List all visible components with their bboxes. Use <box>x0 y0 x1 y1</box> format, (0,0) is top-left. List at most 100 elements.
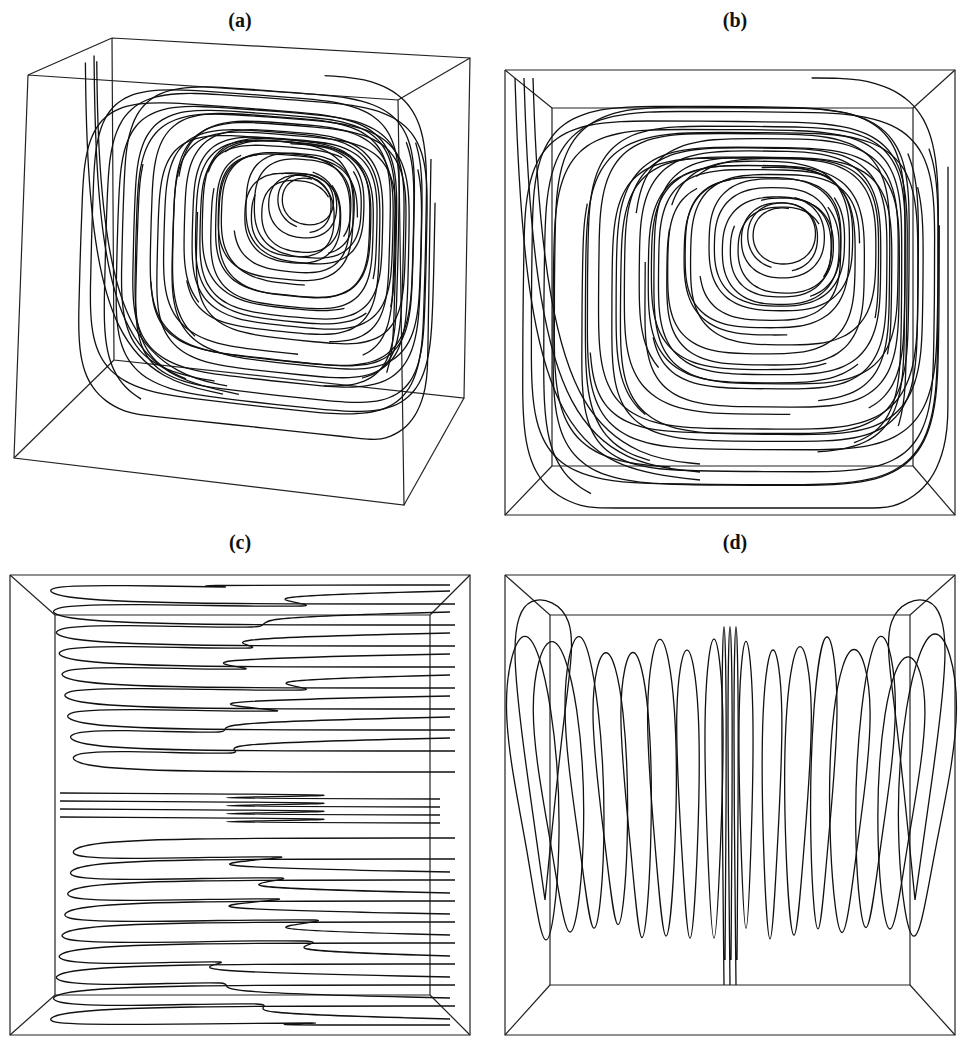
cube-front-edge <box>505 70 955 515</box>
streamline <box>62 654 455 688</box>
cube-side-edge <box>404 398 464 505</box>
cube-side-edge <box>505 575 550 615</box>
cube-back-edge <box>550 615 910 985</box>
streamline <box>104 93 427 402</box>
cube-side-edge <box>430 995 470 1035</box>
streamline <box>585 132 917 460</box>
streamline <box>524 78 700 472</box>
cube-front-edge <box>14 75 404 505</box>
streamline <box>179 121 393 329</box>
streamline <box>515 78 700 480</box>
cube-side-edge <box>14 360 114 458</box>
cube-side-edge <box>398 58 470 100</box>
streamline <box>60 801 440 807</box>
streamline <box>54 985 455 1019</box>
cube-back-edge <box>552 108 913 466</box>
streamline <box>56 964 455 998</box>
streamline <box>672 161 850 328</box>
streamline <box>722 197 839 305</box>
streamline <box>722 627 726 985</box>
streamline <box>523 121 948 508</box>
cube-side-edge <box>505 466 552 515</box>
panel-d <box>505 575 956 1035</box>
streamline <box>150 113 414 365</box>
streamline <box>56 612 455 646</box>
streamline <box>135 114 409 379</box>
streamline <box>278 174 334 227</box>
streamline <box>728 627 732 985</box>
streamline <box>734 627 738 985</box>
panel-c <box>10 575 470 1035</box>
streamline <box>90 76 426 414</box>
streamline <box>544 111 935 493</box>
streamline <box>71 859 455 893</box>
cube-side-edge <box>505 985 550 1035</box>
streamline <box>705 639 723 938</box>
panel-a <box>14 38 470 505</box>
panel-label: (b) <box>720 8 750 32</box>
streamline <box>59 633 455 667</box>
cube-side-edge <box>910 985 955 1035</box>
streamline <box>202 139 370 311</box>
streamline <box>122 87 415 381</box>
streamline <box>888 600 945 900</box>
cube-front-edge <box>505 575 955 1035</box>
streamline <box>593 653 628 925</box>
streamline <box>621 653 651 938</box>
streamline <box>221 153 350 285</box>
streamline <box>651 165 855 369</box>
panel-label: (c) <box>226 530 254 554</box>
cube-back-edge <box>112 38 470 398</box>
panel-label: (d) <box>720 530 750 554</box>
streamline <box>714 188 844 306</box>
cube-side-edge <box>913 70 955 108</box>
streamline <box>79 103 431 440</box>
streamline <box>60 793 440 799</box>
streamline <box>73 738 455 772</box>
cube-side-edge <box>10 575 55 615</box>
streamline <box>691 159 876 345</box>
panel-label: (a) <box>225 8 254 32</box>
streamline <box>531 78 938 485</box>
streamline <box>515 600 572 900</box>
streamline <box>51 1006 455 1025</box>
streamline <box>739 641 753 928</box>
streamline <box>245 173 341 263</box>
streamline <box>164 130 380 354</box>
streamline <box>636 139 898 384</box>
streamline <box>741 198 824 278</box>
streamline <box>533 78 700 464</box>
streamline <box>71 717 455 751</box>
streamline <box>684 177 841 335</box>
cube-side-edge <box>505 70 552 108</box>
streamline <box>94 56 239 395</box>
streamline <box>60 817 440 823</box>
streamline <box>65 901 455 935</box>
cube-side-edge <box>430 575 470 615</box>
streamline <box>219 141 371 298</box>
streamline <box>62 922 455 956</box>
streamline <box>51 585 455 604</box>
streamline <box>262 173 340 252</box>
streamline <box>269 172 337 238</box>
panel-b <box>505 70 955 515</box>
streamline <box>624 148 887 414</box>
streamline <box>116 106 435 411</box>
cube-front-edge <box>10 575 470 1035</box>
streamline <box>173 123 406 344</box>
streamline <box>184 130 383 319</box>
streamline <box>856 636 896 927</box>
cube-side-edge <box>28 38 112 75</box>
streamline <box>60 809 440 815</box>
streamline <box>59 943 455 977</box>
streamline <box>246 144 364 264</box>
streamline <box>68 696 455 730</box>
streamline <box>133 110 422 387</box>
streamline <box>68 880 455 914</box>
cube-side-edge <box>910 575 955 615</box>
streamline <box>587 126 938 450</box>
streamline <box>54 591 455 625</box>
